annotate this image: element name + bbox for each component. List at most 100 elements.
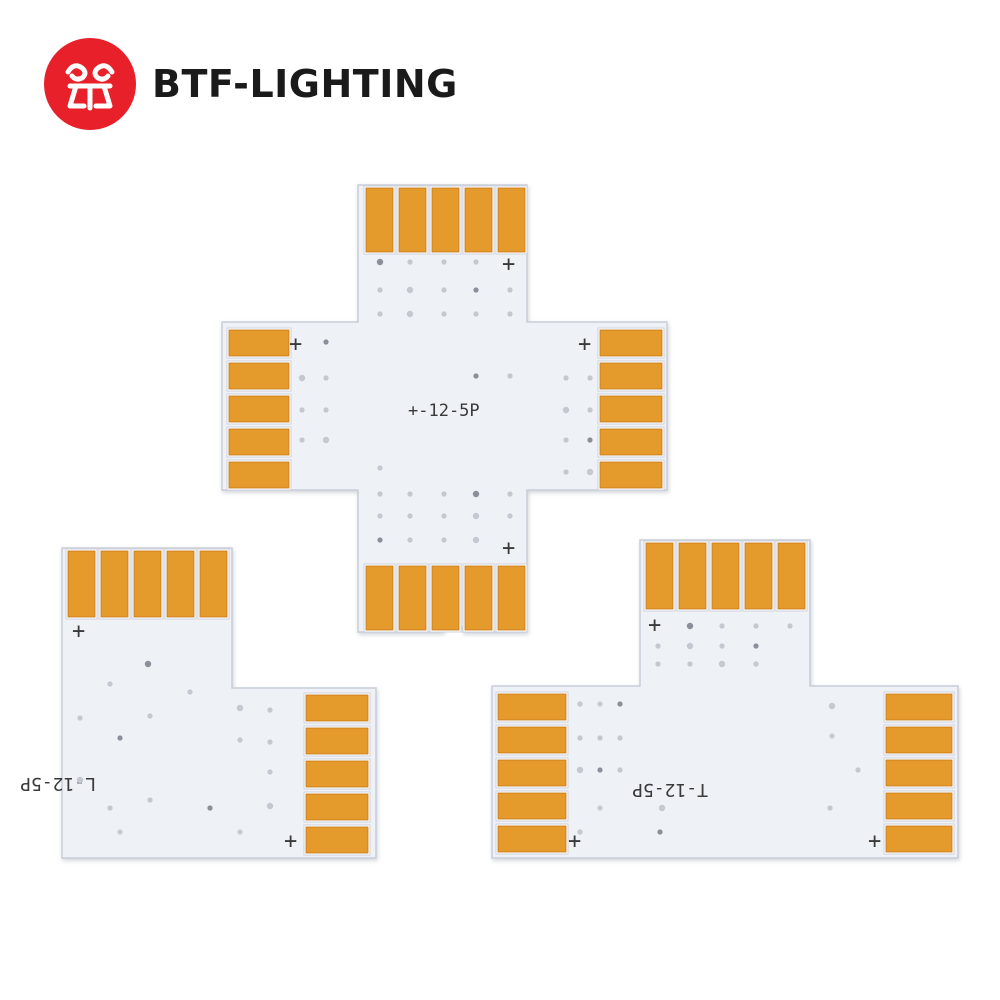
via-hole	[655, 661, 661, 667]
via-hole	[407, 259, 413, 265]
t-top-pads	[643, 540, 808, 612]
via-hole	[587, 437, 593, 443]
via-hole	[237, 829, 243, 835]
via-hole	[657, 829, 663, 835]
btf-logo-icon	[44, 38, 136, 130]
via-hole	[829, 733, 835, 739]
via-hole	[117, 829, 123, 835]
copper-pad	[885, 726, 953, 754]
via-hole	[76, 776, 84, 784]
copper-pad	[777, 542, 806, 610]
t-connector-board: T-12-5P + + +	[491, 539, 959, 859]
copper-pad	[228, 428, 290, 456]
via-hole	[144, 660, 152, 668]
copper-pad	[365, 187, 394, 253]
copper-pad	[497, 792, 567, 820]
copper-pad	[431, 565, 460, 631]
via-hole	[617, 701, 623, 707]
via-hole	[617, 735, 623, 741]
copper-pad	[305, 727, 369, 755]
via-hole	[441, 311, 447, 317]
cross-top-pads	[363, 185, 528, 255]
copper-pad	[599, 428, 663, 456]
l-plus-mark-2: +	[284, 829, 297, 854]
via-hole	[407, 491, 413, 497]
via-hole	[323, 407, 329, 413]
copper-pad	[305, 760, 369, 788]
copper-pad	[497, 187, 526, 253]
copper-pad	[305, 826, 369, 854]
via-hole	[377, 513, 383, 519]
l-board-label: L-12-5P	[20, 773, 96, 794]
via-hole	[563, 437, 569, 443]
via-hole	[472, 536, 480, 544]
via-hole	[597, 735, 603, 741]
via-hole	[563, 375, 569, 381]
l-plus-mark-1: +	[72, 619, 85, 644]
via-hole	[323, 339, 329, 345]
via-hole	[267, 769, 273, 775]
copper-pad	[885, 792, 953, 820]
via-hole	[441, 287, 447, 293]
via-hole	[787, 623, 793, 629]
copper-pad	[885, 693, 953, 721]
via-hole	[587, 407, 593, 413]
via-hole	[322, 436, 330, 444]
t-vias	[576, 622, 861, 835]
copper-pad	[133, 550, 162, 618]
copper-pad	[599, 329, 663, 357]
copper-pad	[67, 550, 96, 618]
l-connector-board: L-12-5P + +	[20, 547, 377, 859]
via-hole	[472, 512, 480, 520]
t-right-pads	[883, 691, 955, 855]
copper-pad	[365, 565, 394, 631]
via-hole	[377, 537, 383, 543]
t-plus-mark-2: +	[568, 829, 581, 854]
copper-pad	[497, 693, 567, 721]
via-hole	[77, 715, 83, 721]
copper-pad	[885, 759, 953, 787]
via-hole	[473, 287, 479, 293]
via-hole	[323, 375, 329, 381]
via-hole	[187, 689, 193, 695]
via-hole	[376, 258, 384, 266]
via-hole	[597, 767, 603, 773]
via-hole	[237, 737, 243, 743]
via-hole	[686, 622, 694, 630]
via-hole	[207, 805, 213, 811]
copper-pad	[199, 550, 228, 618]
copper-pad	[599, 362, 663, 390]
via-hole	[563, 469, 569, 475]
via-hole	[753, 643, 759, 649]
brand-name: BTF-LIGHTING	[152, 62, 458, 106]
via-hole	[299, 437, 305, 443]
via-hole	[597, 701, 603, 707]
via-hole	[107, 681, 113, 687]
copper-pad	[497, 726, 567, 754]
copper-pad	[678, 542, 707, 610]
cross-connector-board: +-12-5P + + + +	[221, 184, 668, 633]
via-hole	[407, 513, 413, 519]
via-hole	[753, 661, 759, 667]
l-top-pads	[65, 548, 230, 620]
t-plus-mark-3: +	[868, 829, 881, 854]
via-hole	[473, 373, 479, 379]
via-hole	[147, 713, 153, 719]
via-hole	[507, 373, 513, 379]
via-hole	[441, 513, 447, 519]
cross-plus-mark-2: +	[289, 332, 302, 357]
via-hole	[577, 735, 583, 741]
copper-pad	[497, 759, 567, 787]
cross-board-label: +-12-5P	[408, 401, 480, 421]
copper-pad	[166, 550, 195, 618]
copper-pad	[228, 395, 290, 423]
via-hole	[298, 374, 306, 382]
via-hole	[586, 468, 594, 476]
copper-pad	[464, 565, 493, 631]
via-hole	[377, 491, 383, 497]
via-hole	[236, 704, 244, 712]
via-hole	[562, 406, 570, 414]
t-board-label: T-12-5P	[632, 779, 708, 800]
copper-pad	[398, 187, 427, 253]
